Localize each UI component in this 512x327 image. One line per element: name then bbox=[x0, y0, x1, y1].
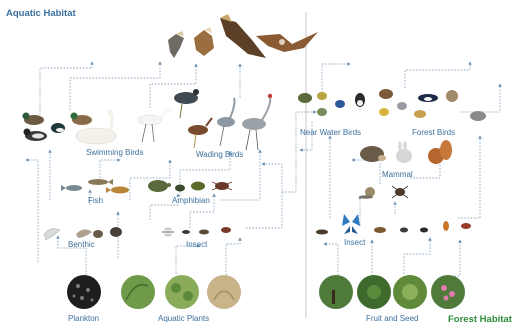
duck-icon bbox=[24, 129, 48, 142]
label-plankton: Plankton bbox=[68, 314, 99, 323]
songbird-icon bbox=[397, 102, 407, 110]
butterfly-icon bbox=[342, 214, 360, 234]
plant-icon bbox=[207, 275, 241, 309]
rabbit-icon bbox=[396, 141, 412, 163]
label-fruit-and-seed: Fruit and Seed bbox=[366, 314, 418, 323]
frog-icon bbox=[175, 185, 185, 192]
crane-icon bbox=[242, 94, 272, 150]
beetle-icon bbox=[316, 230, 328, 235]
beetle-icon bbox=[199, 230, 209, 235]
frog-icon bbox=[191, 182, 205, 191]
songbird-icon bbox=[379, 108, 389, 116]
songbird-icon bbox=[446, 90, 458, 102]
spider-icon bbox=[392, 186, 408, 198]
magpie-icon bbox=[355, 93, 365, 107]
label-amphibian: Amphibian bbox=[172, 196, 210, 205]
songbird-icon bbox=[335, 100, 345, 108]
label-aquatic-plants: Aquatic Plants bbox=[158, 314, 209, 323]
raptor-icon bbox=[256, 32, 318, 52]
squirrel-icon bbox=[428, 140, 452, 164]
label-near-water-birds: Near Water Birds bbox=[300, 128, 361, 137]
dragonfly-icon bbox=[162, 228, 174, 237]
duck-icon bbox=[23, 113, 45, 126]
fish-icon bbox=[88, 179, 113, 185]
snail-icon bbox=[359, 187, 375, 199]
label-swimming-birds: Swimming Birds bbox=[86, 148, 143, 157]
songbird-icon bbox=[470, 111, 486, 121]
aquatic-habitat-heading: Aquatic Habitat bbox=[6, 8, 76, 19]
songbird-icon bbox=[317, 108, 327, 116]
songbird-icon bbox=[379, 89, 393, 99]
duck-icon bbox=[71, 113, 93, 126]
egret-icon bbox=[138, 110, 172, 142]
songbird-icon bbox=[317, 92, 327, 100]
heron-icon bbox=[174, 89, 199, 118]
shrimp-icon bbox=[76, 229, 92, 238]
beetle-icon bbox=[374, 227, 386, 233]
beetle-icon bbox=[400, 228, 408, 233]
forest-habitat-heading: Forest Habitat bbox=[448, 314, 512, 325]
beetle-icon bbox=[443, 221, 449, 231]
label-mammal: Mammal bbox=[382, 170, 413, 179]
plant-icon bbox=[165, 275, 199, 309]
label-benthic: Benthic bbox=[68, 240, 95, 249]
label-forest-birds: Forest Birds bbox=[412, 128, 455, 137]
plant-icon bbox=[121, 275, 155, 309]
beetle-icon bbox=[420, 228, 428, 233]
magpie-icon bbox=[418, 94, 438, 102]
swan-icon bbox=[76, 110, 116, 145]
fruit-icon bbox=[431, 275, 465, 309]
raptor-icon bbox=[194, 27, 214, 56]
fruit-icon bbox=[393, 275, 427, 309]
raptor-icon bbox=[168, 31, 184, 58]
beetle-icon bbox=[461, 223, 471, 229]
songbird-icon bbox=[414, 110, 426, 118]
turtle-icon bbox=[148, 180, 171, 192]
fish-icon bbox=[61, 185, 82, 191]
label-wading-birds: Wading Birds bbox=[196, 150, 243, 159]
hedgehog-icon bbox=[360, 146, 386, 162]
label-insect-forest: Insect bbox=[344, 238, 365, 247]
beetle-icon bbox=[221, 227, 231, 233]
fish-icon bbox=[106, 187, 129, 194]
fruit-icon bbox=[357, 275, 391, 309]
crab-icon bbox=[212, 182, 232, 190]
songbird-icon bbox=[298, 93, 312, 103]
label-insect-aquatic: Insect bbox=[186, 240, 207, 249]
label-fish: Fish bbox=[88, 196, 103, 205]
shell-icon bbox=[110, 227, 122, 237]
plankton-icon bbox=[67, 275, 101, 309]
heron-icon bbox=[188, 118, 212, 148]
fruit-icon bbox=[319, 275, 353, 309]
shell-icon bbox=[93, 230, 103, 238]
heron-icon bbox=[217, 98, 235, 146]
duck-icon bbox=[51, 123, 65, 133]
shrimp-icon bbox=[44, 229, 60, 240]
beetle-icon bbox=[182, 230, 190, 234]
